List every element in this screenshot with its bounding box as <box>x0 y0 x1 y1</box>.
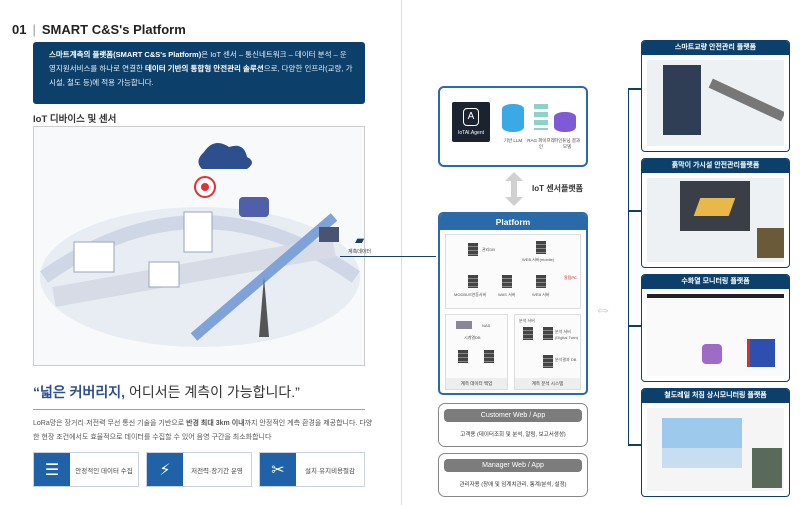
server-icon: ☰ <box>34 453 70 486</box>
connector-line <box>628 88 641 445</box>
lightning-icon: ⚡ <box>147 453 183 486</box>
feature-cost-saving: ✂설치·유지비용절감 <box>259 452 365 487</box>
divider-line <box>33 409 365 410</box>
intro-box: 스마트계측의 플랫폼(SMART C&S's Platform)은 IoT 센서… <box>33 42 365 104</box>
data-label: 계측데이터 <box>348 249 372 255</box>
panel-rail-deflection: 철도레일 처짐 상시모니터링 플랫폼 <box>641 388 790 497</box>
double-arrow-icon: ⇔ <box>594 299 612 319</box>
iot-heading: IoT 디바이스 및 센서 <box>33 114 117 125</box>
panel-retaining-wall: 흙막이 가시설 안전관리플랫폼 <box>641 158 790 268</box>
page-divider <box>401 0 402 505</box>
panel-hydration-heat: 수화열 모니터링 플랫폼 <box>641 274 790 382</box>
platform-title: Platform <box>440 214 586 230</box>
rag-icon <box>534 104 548 130</box>
lora-description: LoRa망은 장거리·저전력 무선 통신 기술을 기반으로 반경 최대 3km … <box>33 420 373 441</box>
panel-smart-bridge: 스마트교량 안전관리 플랫폼 <box>641 40 790 152</box>
section-title: 01|SMART C&S's Platform <box>12 22 186 37</box>
feature-low-power: ⚡저전력·장기간 운영 <box>146 452 252 487</box>
section-number: 01 <box>12 22 27 37</box>
updown-arrow-icon <box>505 172 523 206</box>
iot-platform-label: IoT 센서플랫폼 <box>532 184 584 193</box>
llm-icon <box>502 104 524 132</box>
data-flow-line <box>340 256 436 257</box>
tools-icon: ✂ <box>260 453 296 486</box>
coverage-quote: “넓은 커버리지, 어디서든 계측이 가능합니다.” <box>33 384 300 400</box>
folder-icon: ▰ <box>355 233 365 247</box>
platform-diagram: Platform 관리DB WEB 서버(mobile) 알림PC MODBUS… <box>438 212 588 395</box>
model-icon <box>554 112 576 132</box>
feature-stable-collection: ☰안정적인 데이터 수집 <box>33 452 139 487</box>
section-title-text: SMART C&S's Platform <box>41 22 186 37</box>
iot-illustration <box>33 126 365 366</box>
